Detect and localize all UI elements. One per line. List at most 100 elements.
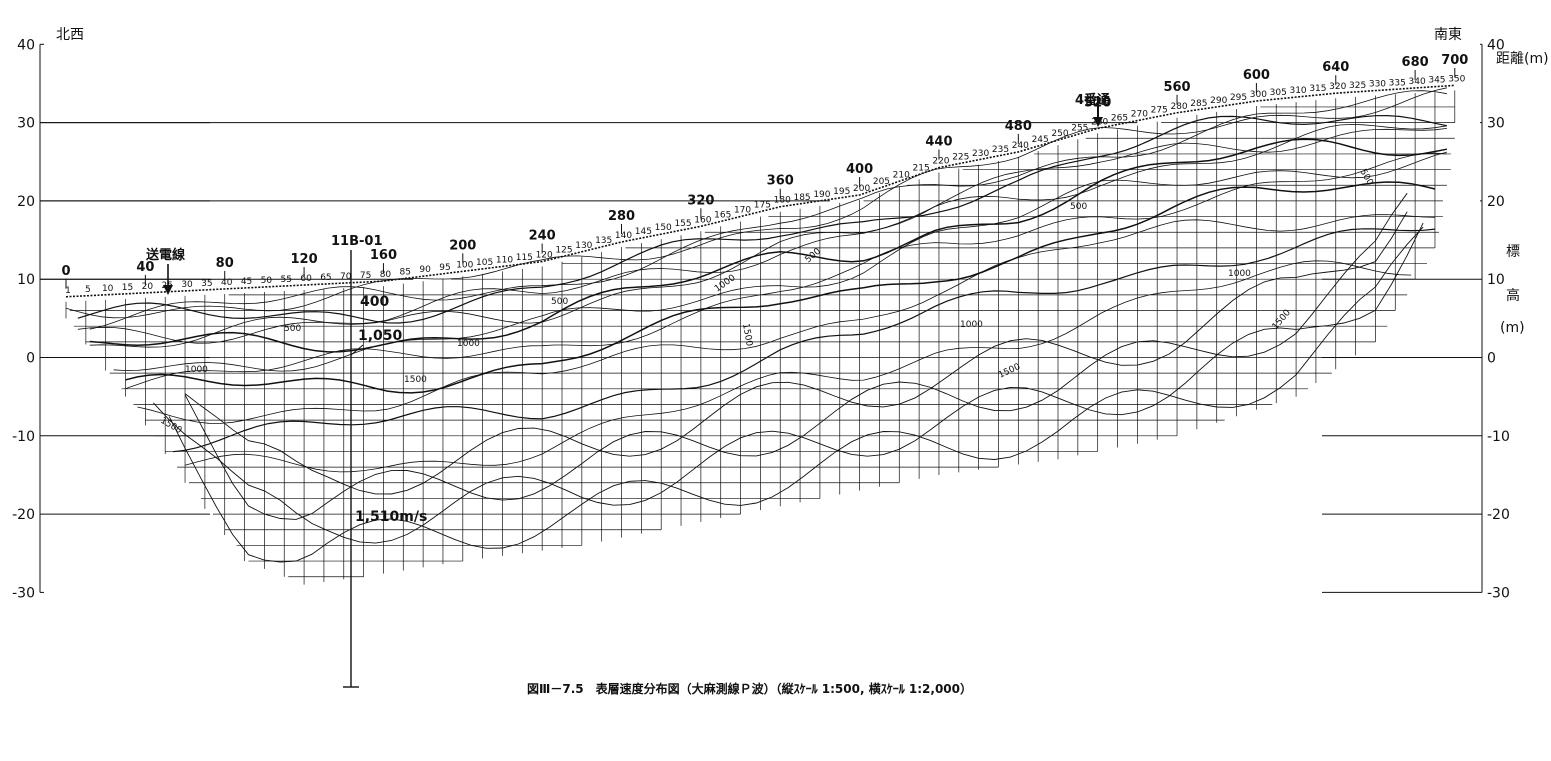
station-number: 75: [360, 271, 371, 281]
station-number: 1: [65, 286, 71, 296]
contour-label-500: 500: [804, 246, 824, 265]
station-number: 330: [1369, 80, 1386, 90]
station-number: 20: [142, 282, 154, 292]
contour-label-1500: 1500: [159, 416, 184, 436]
station-number: 200: [853, 184, 870, 194]
elevation-tick-label-left: 0: [26, 351, 35, 367]
station-number: 275: [1151, 106, 1168, 116]
distance-label: 560: [1163, 80, 1190, 95]
station-number: 125: [555, 246, 572, 256]
distance-label: 520: [1084, 95, 1111, 110]
station-number: 145: [635, 227, 652, 237]
contour-label-1000: 1000: [960, 320, 983, 330]
distance-label: 160: [370, 248, 397, 263]
station-number: 185: [793, 193, 810, 203]
station-number: 205: [873, 177, 890, 187]
station-number: 295: [1230, 93, 1247, 103]
elevation-tick-label-left: -30: [12, 585, 35, 601]
station-number: 10: [102, 284, 114, 294]
station-number: 165: [714, 210, 731, 220]
station-number: 130: [575, 241, 592, 251]
contour-label-1500: 1500: [740, 323, 754, 348]
station-number: 215: [913, 163, 930, 173]
contour-label-500: 500: [284, 324, 301, 334]
station-number: 290: [1210, 96, 1227, 106]
station-number: 190: [813, 190, 830, 200]
velocity-contours: [65, 87, 1448, 563]
station-number: 230: [972, 149, 989, 159]
labels: 北西 南東 距離(m) 標 高 (m) 送電線 11B-01 4番通 400 1…: [12, 27, 1548, 601]
distance-label: 400: [846, 162, 873, 177]
elevation-tick-label-left: 30: [17, 116, 35, 132]
borehole-label: 11B-01: [331, 234, 383, 249]
distance-label: 120: [291, 252, 318, 267]
elevation-tick-label-right: 10: [1487, 272, 1505, 288]
station-number: 150: [655, 223, 672, 233]
station-number: 300: [1250, 90, 1267, 100]
elevation-tick-label-right: 20: [1487, 194, 1505, 210]
station-number: 160: [694, 215, 711, 225]
station-number: 195: [833, 187, 850, 197]
elevation-tick-label-right: 0: [1487, 351, 1496, 367]
station-number: 155: [674, 219, 691, 229]
station-number: 180: [774, 196, 791, 206]
elevation-title-3: (m): [1500, 320, 1525, 336]
elevation-tick-label-left: 20: [17, 194, 35, 210]
station-number: 120: [536, 251, 553, 261]
station-number: 110: [496, 255, 513, 265]
station-number: 340: [1409, 77, 1426, 87]
station-number: 325: [1349, 81, 1366, 91]
distance-label: 200: [449, 238, 476, 253]
station-number: 220: [932, 157, 949, 167]
distance-label: 680: [1402, 55, 1429, 70]
contour-label-1500: 1500: [404, 375, 427, 385]
station-number: 280: [1170, 102, 1187, 112]
station-number: 5: [85, 285, 91, 295]
elevation-tick-label-left: -20: [12, 507, 35, 523]
station-number: 310: [1289, 86, 1306, 96]
velocity-grid: [65, 90, 1456, 585]
street-label: 4番通: [1075, 92, 1110, 108]
contour-label-1000: 1000: [1228, 269, 1251, 279]
elevation-tick-label-right: 30: [1487, 116, 1505, 132]
distance-label: 320: [687, 193, 714, 208]
distance-label: 280: [608, 209, 635, 224]
distance-label: 700: [1441, 53, 1468, 68]
velocity-400-label: 400: [360, 294, 389, 310]
elevation-tick-label-right: -20: [1487, 507, 1510, 523]
station-number: 250: [1051, 129, 1068, 139]
station-number: 100: [456, 260, 473, 270]
station-number: 235: [992, 145, 1009, 155]
station-number: 260: [1091, 117, 1108, 127]
station-number: 245: [1032, 135, 1049, 145]
distance-label: 440: [925, 135, 952, 150]
station-number: 315: [1309, 84, 1326, 94]
distance-label: 0: [61, 264, 70, 279]
velocity-1510-label: 1,510m/s: [355, 509, 427, 525]
station-number: 105: [476, 258, 493, 268]
distance-label: 480: [1005, 119, 1032, 134]
station-number: 210: [893, 170, 910, 180]
elevation-tick-label-left: 10: [17, 272, 35, 288]
elevation-tick-label-right: 40: [1487, 37, 1505, 53]
station-number: 80: [380, 270, 392, 280]
station-number: 90: [419, 265, 431, 275]
station-number: 335: [1389, 78, 1406, 88]
corner-label-northwest: 北西: [56, 27, 84, 43]
distance-axis-title: 距離(m): [1496, 50, 1549, 67]
contour-label-1000: 1000: [185, 365, 208, 375]
velocity-1050-label: 1,050: [358, 328, 403, 344]
station-number: 345: [1428, 76, 1445, 86]
station-number: 255: [1071, 123, 1088, 133]
station-number: 60: [300, 274, 312, 284]
contour-label-1000: 1000: [457, 339, 480, 349]
axes-frame: [39, 43, 1483, 688]
station-number: 350: [1448, 74, 1465, 84]
station-number: 40: [221, 278, 233, 288]
station-number: 25: [161, 281, 172, 291]
station-number: 270: [1131, 110, 1148, 120]
distance-label: 360: [767, 174, 794, 189]
station-number: 170: [734, 206, 751, 216]
station-number: 240: [1012, 141, 1029, 151]
